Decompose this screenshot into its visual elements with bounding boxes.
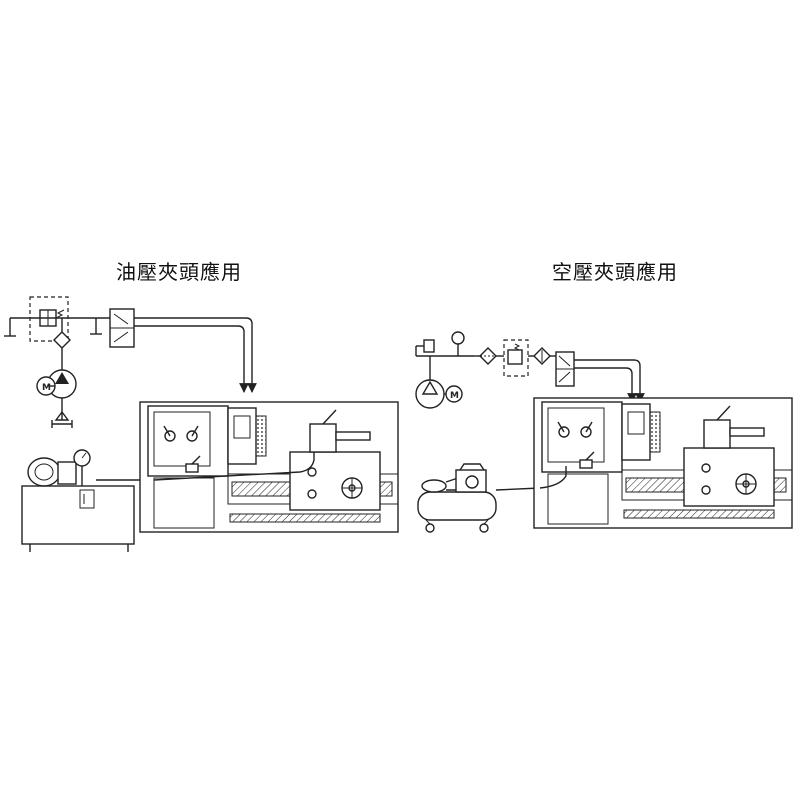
hydraulic-lathe (139, 401, 399, 533)
pneumatic-circuit: M (415, 331, 645, 409)
hydraulic-chuck-title: 油壓夾頭應用 (116, 260, 242, 284)
air-compressor (417, 463, 541, 533)
hydraulic-power-unit (21, 449, 155, 552)
hydraulic-circuit: M (4, 296, 257, 428)
motor-symbol-right: M (450, 391, 459, 401)
pneumatic-chuck-title: 空壓夾頭應用 (552, 260, 678, 284)
motor-symbol-left: M (42, 383, 51, 393)
pneumatic-lathe (533, 397, 793, 529)
